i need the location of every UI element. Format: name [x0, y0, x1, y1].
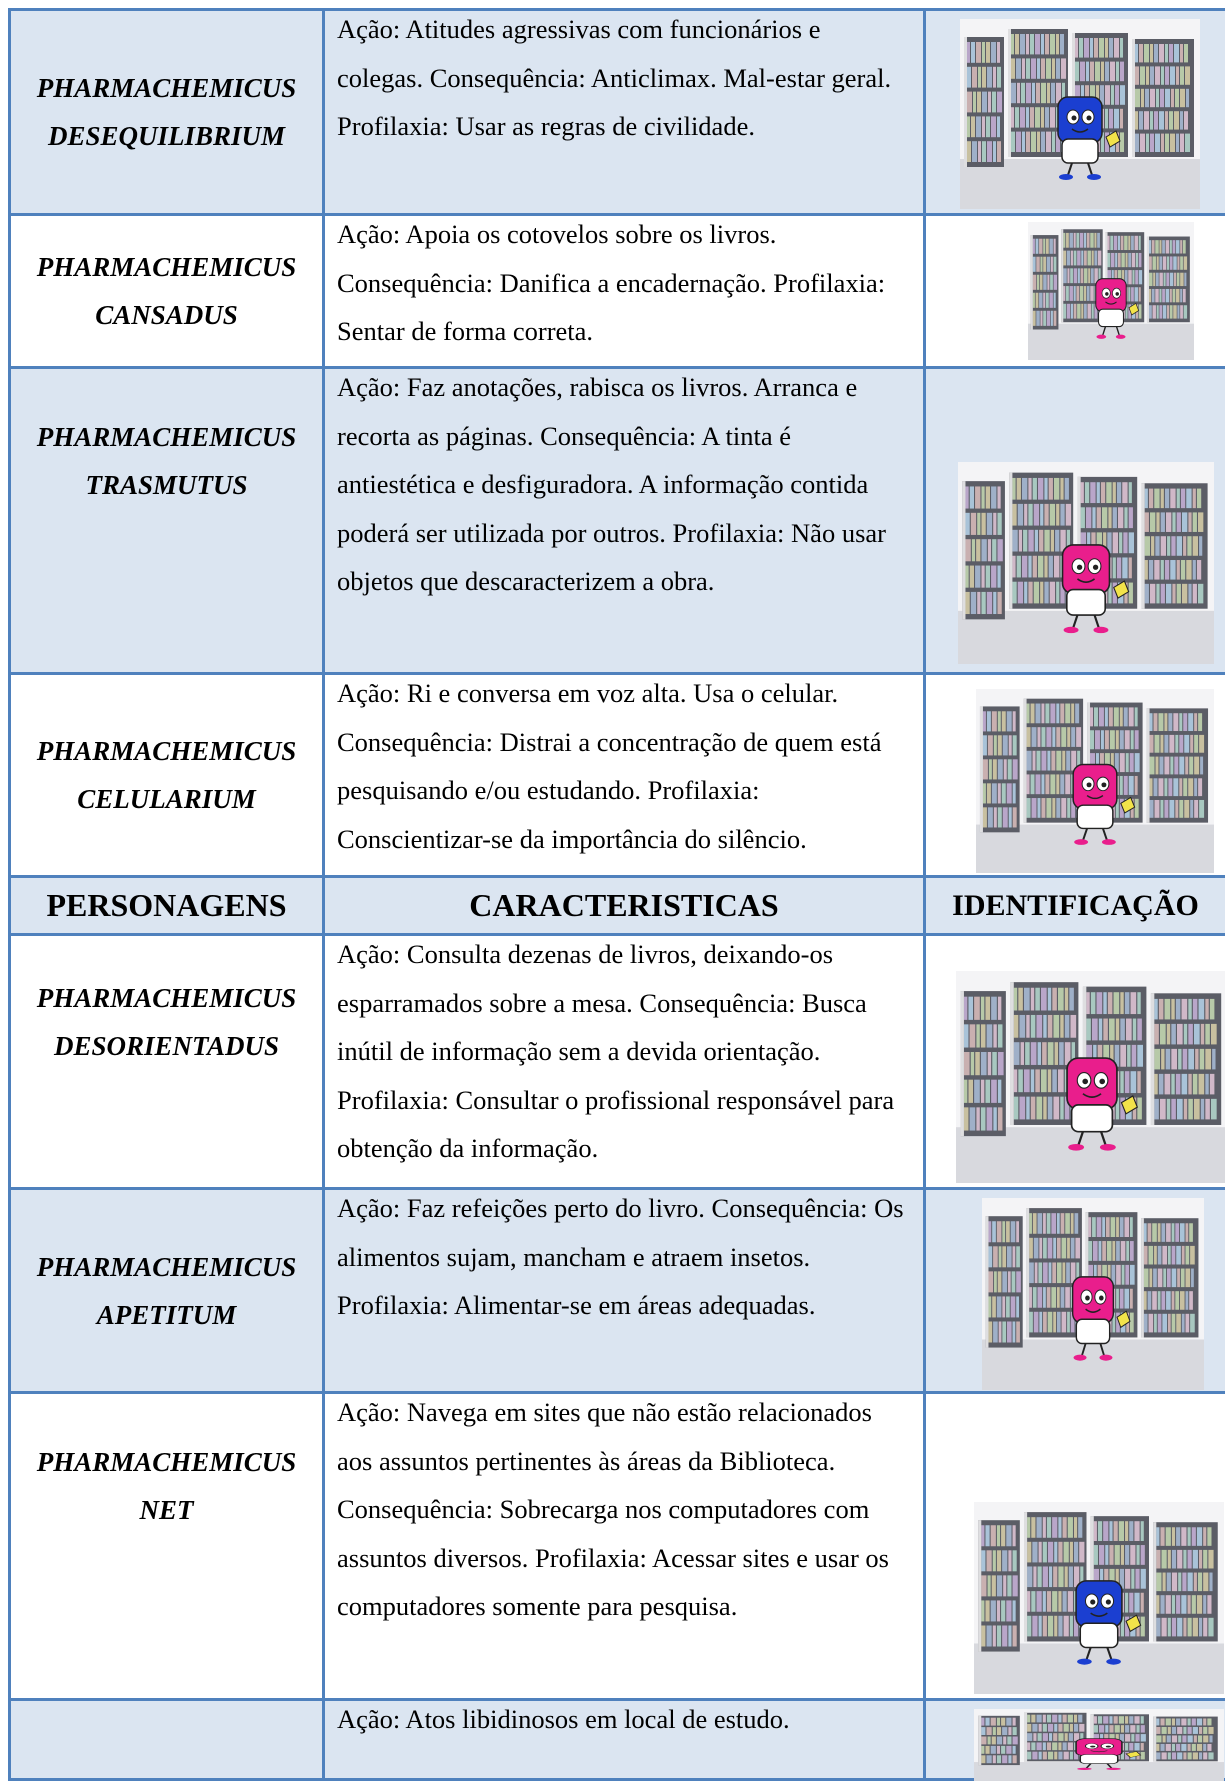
table-row: Ação: Atos libidinosos em local de estud… — [10, 1700, 1225, 1780]
identification-cell — [925, 674, 1225, 877]
identification-cell — [925, 1189, 1225, 1393]
characteristics-cell: Ação: Consulta dezenas de livros, deixan… — [324, 935, 925, 1189]
characteristics-text: Ação: Navega em sites que não estão rela… — [325, 1388, 923, 1631]
library-cartoon-writing-icon — [958, 462, 1214, 664]
table-row: PHARMACHEMICUS TRASMUTUS Ação: Faz anota… — [10, 368, 1225, 674]
character-name-cell: PHARMACHEMICUS CELULARIUM — [10, 674, 324, 877]
identification-cell — [925, 1700, 1225, 1780]
character-name-line1: PHARMACHEMICUS — [11, 243, 322, 291]
characteristics-cell: Ação: Faz refeições perto do livro. Cons… — [324, 1189, 925, 1393]
characteristics-cell: Ação: Apoia os cotovelos sobre os livros… — [324, 215, 925, 368]
library-cartoon-books-icon — [956, 971, 1225, 1183]
character-name-cell: PHARMACHEMICUS APETITUM — [10, 1189, 324, 1393]
table-row: PHARMACHEMICUS NET Ação: Navega em sites… — [10, 1393, 1225, 1700]
characteristics-cell: Ação: Atitudes agressivas com funcionári… — [324, 10, 925, 215]
characteristics-cell: Ação: Atos libidinosos em local de estud… — [324, 1700, 925, 1780]
library-cartoon-partial-icon — [974, 1709, 1224, 1781]
character-name-cell: PHARMACHEMICUS TRASMUTUS — [10, 368, 324, 674]
library-cartoon-aggressive-icon — [960, 19, 1200, 209]
character-name-cell: PHARMACHEMICUS CANSADUS — [10, 215, 324, 368]
characteristics-cell: Ação: Faz anotações, rabisca os livros. … — [324, 368, 925, 674]
identification-cell — [925, 1393, 1225, 1700]
character-name-line1: PHARMACHEMICUS — [11, 974, 322, 1022]
character-name-line2: CELULARIUM — [11, 775, 322, 823]
character-name-cell: PHARMACHEMICUS DESEQUILIBRIUM — [10, 10, 324, 215]
identification-cell — [925, 215, 1225, 368]
table-row: PHARMACHEMICUS APETITUM Ação: Faz refeiç… — [10, 1189, 1225, 1393]
characteristics-text: Ação: Atos libidinosos em local de estud… — [325, 1695, 923, 1744]
characteristics-text: Ação: Ri e conversa em voz alta. Usa o c… — [325, 669, 923, 863]
character-name-line2: DESEQUILIBRIUM — [11, 112, 322, 160]
library-cartoon-phone-icon — [976, 689, 1214, 873]
character-name-line2: APETITUM — [11, 1291, 322, 1339]
library-cartoon-computer-icon — [974, 1502, 1224, 1694]
behavior-table: PHARMACHEMICUS DESEQUILIBRIUM Ação: Atit… — [8, 8, 1225, 1781]
identification-cell — [925, 10, 1225, 215]
characteristics-text: Ação: Apoia os cotovelos sobre os livros… — [325, 210, 923, 356]
character-name-cell — [10, 1700, 324, 1780]
character-name-line1: PHARMACHEMICUS — [11, 64, 322, 112]
character-name-line1: PHARMACHEMICUS — [11, 727, 322, 775]
characteristics-text: Ação: Faz anotações, rabisca os livros. … — [325, 363, 923, 606]
characteristics-text: Ação: Consulta dezenas de livros, deixan… — [325, 930, 923, 1173]
character-name-line2: NET — [11, 1486, 322, 1534]
characteristics-cell: Ação: Navega em sites que não estão rela… — [324, 1393, 925, 1700]
table-row: PHARMACHEMICUS CELULARIUM Ação: Ri e con… — [10, 674, 1225, 877]
header-identificacao: IDENTIFICAÇÃO — [925, 877, 1225, 935]
character-name-line2: TRASMUTUS — [11, 461, 322, 509]
character-name-line2: DESORIENTADUS — [11, 1022, 322, 1070]
library-cartoon-sleeping-icon — [1028, 222, 1194, 360]
identification-cell — [925, 368, 1225, 674]
header-caracteristicas: CARACTERISTICAS — [324, 877, 925, 935]
identification-cell — [925, 935, 1225, 1189]
header-personagens: PERSONAGENS — [10, 877, 324, 935]
character-name-line1: PHARMACHEMICUS — [11, 413, 322, 461]
table-header-row: PERSONAGENS CARACTERISTICAS IDENTIFICAÇÃ… — [10, 877, 1225, 935]
character-name-line2: CANSADUS — [11, 291, 322, 339]
library-cartoon-eating-icon — [982, 1198, 1204, 1390]
table-row: PHARMACHEMICUS CANSADUS Ação: Apoia os c… — [10, 215, 1225, 368]
character-name-cell: PHARMACHEMICUS NET — [10, 1393, 324, 1700]
table-row: PHARMACHEMICUS DESEQUILIBRIUM Ação: Atit… — [10, 10, 1225, 215]
character-name-line1: PHARMACHEMICUS — [11, 1243, 322, 1291]
character-name-line1: PHARMACHEMICUS — [11, 1438, 322, 1486]
characteristics-cell: Ação: Ri e conversa em voz alta. Usa o c… — [324, 674, 925, 877]
characteristics-text: Ação: Atitudes agressivas com funcionári… — [325, 5, 923, 151]
character-name-cell: PHARMACHEMICUS DESORIENTADUS — [10, 935, 324, 1189]
characteristics-text: Ação: Faz refeições perto do livro. Cons… — [325, 1184, 923, 1330]
table-row: PHARMACHEMICUS DESORIENTADUS Ação: Consu… — [10, 935, 1225, 1189]
